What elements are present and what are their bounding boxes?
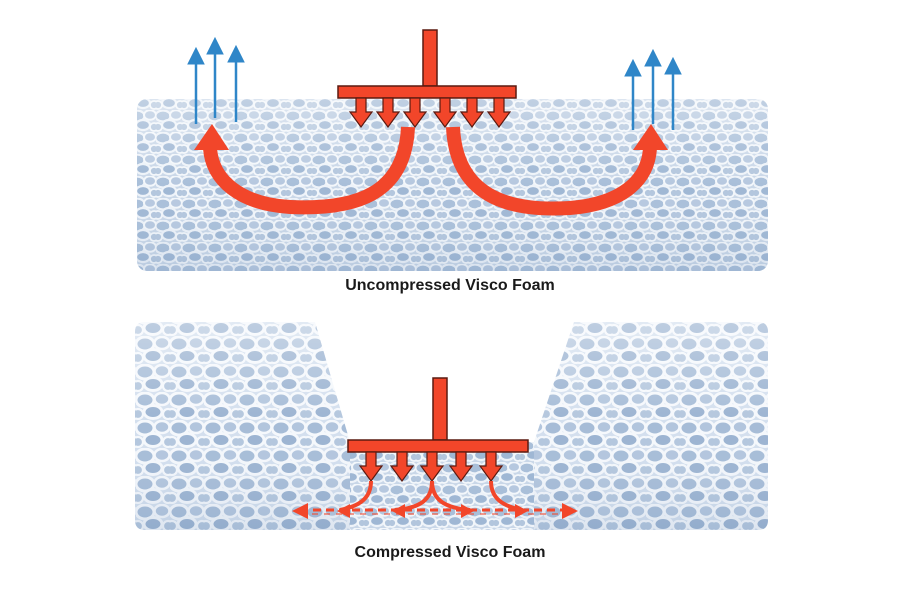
blocked-airflow-arrowheads — [292, 503, 578, 519]
uncompressed-caption: Uncompressed Visco Foam — [345, 277, 555, 294]
heat-escape-arrow — [624, 48, 682, 130]
downward-force-arrows — [347, 377, 529, 483]
uncompressed-panel — [137, 29, 768, 271]
compressed-caption: Compressed Visco Foam — [354, 544, 546, 561]
air-circulation-arrow — [194, 124, 668, 216]
compressed-panel — [135, 322, 768, 530]
heat-escape-arrow — [187, 36, 245, 124]
downward-force-arrows — [337, 29, 517, 129]
